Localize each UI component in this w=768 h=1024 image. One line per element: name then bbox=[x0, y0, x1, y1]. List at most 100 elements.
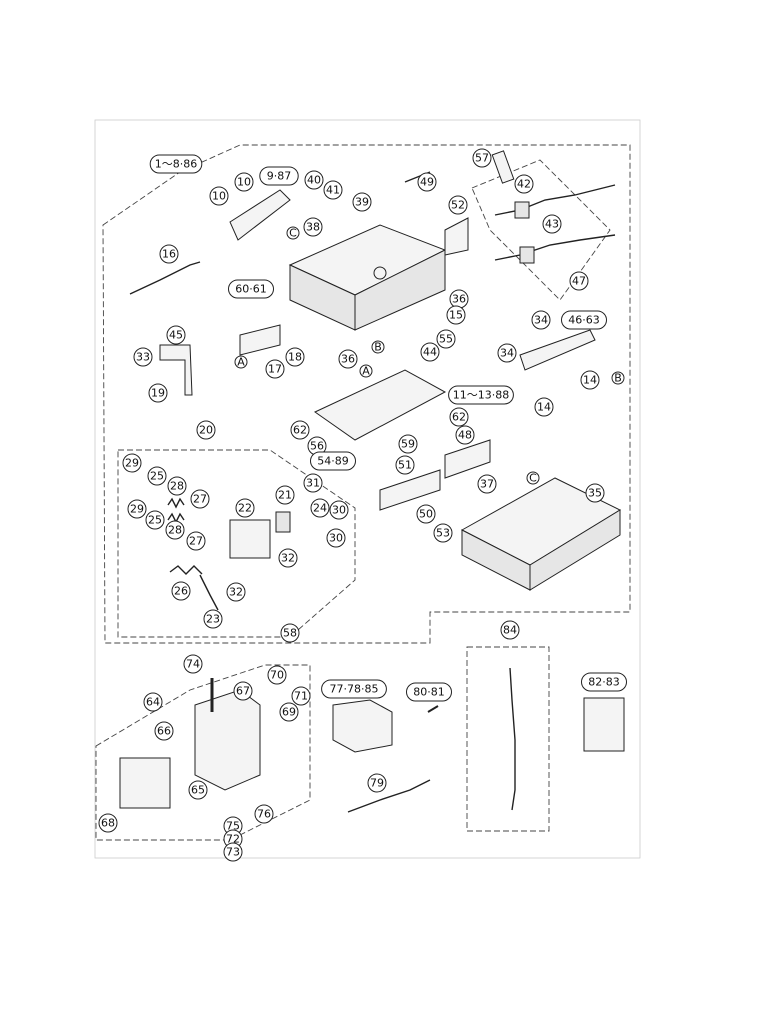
callout-4663: 46·63 bbox=[561, 310, 607, 330]
controller-hole bbox=[373, 266, 387, 280]
controller-housing-front bbox=[354, 249, 446, 331]
callout-36a: 36 bbox=[449, 289, 469, 309]
sheet-82-part bbox=[583, 697, 625, 752]
callout-label: 65 bbox=[191, 784, 205, 797]
callout-label: 69 bbox=[282, 706, 296, 719]
callout-label: 62 bbox=[293, 424, 307, 437]
callout-53: 53 bbox=[433, 523, 453, 543]
subassembly-84-boundary bbox=[466, 646, 550, 832]
callout-30b: 30 bbox=[326, 528, 346, 548]
bracket-67-part bbox=[194, 689, 261, 791]
callout-label: 36 bbox=[452, 293, 466, 306]
subassembly-20-boundary bbox=[117, 449, 356, 638]
callout-label: 64 bbox=[146, 696, 160, 709]
callout-5489: 54·89 bbox=[310, 451, 356, 471]
callout-label: 25 bbox=[148, 514, 162, 527]
callout-label: 32 bbox=[229, 586, 243, 599]
callout-51: 51 bbox=[395, 455, 415, 475]
callout-label: 52 bbox=[451, 199, 465, 212]
callout-label: 71 bbox=[294, 690, 308, 703]
callout-30a: 30 bbox=[329, 500, 349, 520]
callout-49: 49 bbox=[417, 172, 437, 192]
callout-label: 10 bbox=[237, 176, 251, 189]
bracket-45-part bbox=[159, 344, 193, 396]
callout-label: 76 bbox=[257, 808, 271, 821]
callout-label: 79 bbox=[370, 777, 384, 790]
callout-label: 40 bbox=[307, 174, 321, 187]
callout-52: 52 bbox=[448, 195, 468, 215]
marker-C-top: C bbox=[286, 226, 300, 240]
part-21 bbox=[275, 511, 291, 533]
callout-48: 48 bbox=[455, 425, 475, 445]
callout-label: 73 bbox=[226, 846, 240, 859]
callout-label: 15 bbox=[449, 309, 463, 322]
callout-label: 43 bbox=[545, 218, 559, 231]
callout-10b: 10 bbox=[234, 172, 254, 192]
cable-42-part bbox=[494, 184, 616, 216]
callout-label: 38 bbox=[306, 221, 320, 234]
callout-label: 46·63 bbox=[568, 314, 600, 327]
callout-40: 40 bbox=[304, 170, 324, 190]
callout-label: 28 bbox=[170, 480, 184, 493]
mounting-plate-part bbox=[314, 369, 447, 441]
callout-31: 31 bbox=[303, 473, 323, 493]
callout-44: 44 bbox=[420, 342, 440, 362]
switch-assembly-64 bbox=[119, 757, 171, 809]
callout-62a: 62 bbox=[290, 420, 310, 440]
callout-27a: 27 bbox=[190, 489, 210, 509]
callout-57: 57 bbox=[472, 148, 492, 168]
callout-label: 66 bbox=[157, 725, 171, 738]
callout-73: 73 bbox=[223, 842, 243, 862]
callout-label: 72 bbox=[226, 833, 240, 846]
callout-24: 24 bbox=[310, 498, 330, 518]
callout-label: 33 bbox=[136, 351, 150, 364]
callout-22: 22 bbox=[235, 498, 255, 518]
callout-65: 65 bbox=[188, 780, 208, 800]
callout-25b: 25 bbox=[145, 510, 165, 530]
callout-74: 74 bbox=[183, 654, 203, 674]
control-board-part bbox=[229, 189, 291, 241]
pad-51-part bbox=[379, 469, 441, 511]
callout-6061: 60·61 bbox=[228, 279, 274, 299]
callout-label: 59 bbox=[401, 438, 415, 451]
callout-34a: 34 bbox=[531, 310, 551, 330]
callout-32a: 32 bbox=[278, 548, 298, 568]
callout-label: 1～8·86 bbox=[155, 158, 198, 171]
marker-B-center: B bbox=[371, 340, 385, 354]
spring-28a-part bbox=[167, 497, 185, 509]
main-assembly-boundary bbox=[102, 144, 631, 644]
bracket-57-part bbox=[491, 150, 515, 184]
callout-8283: 82·83 bbox=[581, 672, 627, 692]
callout-label: 45 bbox=[169, 329, 183, 342]
callout-43: 43 bbox=[542, 214, 562, 234]
callout-label: 48 bbox=[458, 429, 472, 442]
callout-777885: 77·78·85 bbox=[321, 679, 387, 699]
callout-label: 19 bbox=[151, 387, 165, 400]
callout-label: 17 bbox=[268, 363, 282, 376]
callout-label: 34 bbox=[534, 314, 548, 327]
callout-37: 37 bbox=[477, 474, 497, 494]
callout-label: 57 bbox=[475, 152, 489, 165]
callout-76: 76 bbox=[254, 804, 274, 824]
callout-23: 23 bbox=[203, 609, 223, 629]
callout-label: 27 bbox=[189, 535, 203, 548]
callout-label: 34 bbox=[500, 347, 514, 360]
callout-label: 18 bbox=[288, 351, 302, 364]
callout-label: 25 bbox=[150, 470, 164, 483]
callout-68: 68 bbox=[98, 813, 118, 833]
callout-label: 29 bbox=[130, 503, 144, 516]
lever-23-part bbox=[199, 574, 219, 611]
callout-69: 69 bbox=[279, 702, 299, 722]
callout-45: 45 bbox=[166, 325, 186, 345]
callout-label: 30 bbox=[329, 532, 343, 545]
callout-59: 59 bbox=[398, 434, 418, 454]
callout-label: 39 bbox=[355, 196, 369, 209]
callout-50: 50 bbox=[416, 504, 436, 524]
callout-label: 82·83 bbox=[588, 676, 620, 689]
callout-66: 66 bbox=[154, 721, 174, 741]
harness-16-part bbox=[129, 261, 201, 295]
tray-35-side bbox=[529, 509, 621, 591]
svg-text:B: B bbox=[614, 372, 622, 385]
callout-20: 20 bbox=[196, 420, 216, 440]
